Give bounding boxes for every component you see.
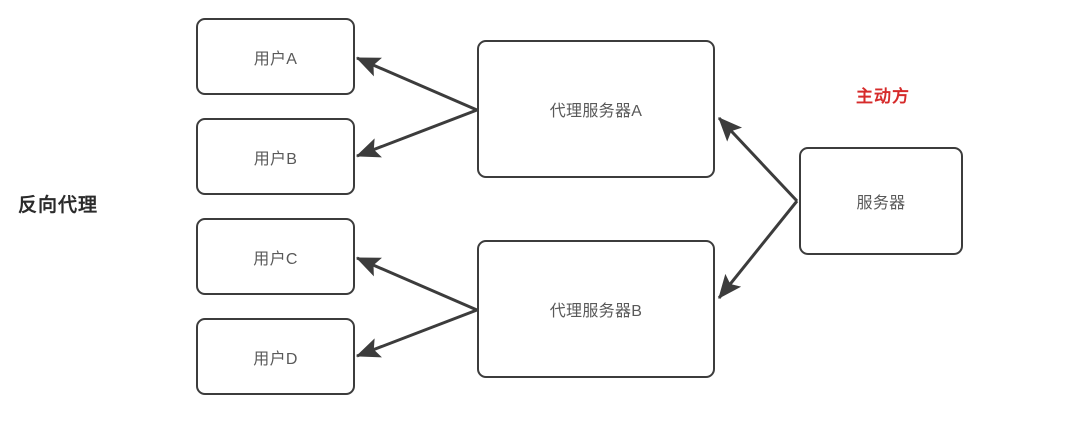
- node-user-c[interactable]: 用户C: [196, 218, 355, 295]
- node-label-proxy-a: 代理服务器A: [549, 103, 643, 120]
- node-label-proxy-b: 代理服务器B: [549, 303, 643, 320]
- edge-proxy-b-to-user-c: [355, 256, 478, 312]
- edge-proxy-a-to-user-b: [355, 108, 478, 158]
- node-proxy-b[interactable]: 代理服务器B: [477, 240, 715, 378]
- accent-label-initiator: 主动方: [856, 87, 910, 106]
- edge-server-to-proxy-b: [717, 200, 799, 299]
- node-label-server: 服务器: [856, 195, 906, 212]
- section-title-reverse-proxy: 反向代理: [18, 195, 99, 216]
- node-label-user-d: 用户D: [253, 350, 298, 368]
- edge-proxy-b-to-user-d: [355, 308, 478, 358]
- edge-proxy-a-to-user-a: [355, 56, 478, 112]
- node-user-b[interactable]: 用户B: [196, 118, 355, 195]
- node-user-a[interactable]: 用户A: [196, 18, 355, 95]
- edge-server-to-proxy-a: [717, 116, 799, 203]
- node-label-user-c: 用户C: [253, 250, 298, 268]
- node-server[interactable]: 服务器: [799, 147, 963, 255]
- node-label-user-b: 用户B: [253, 150, 298, 168]
- node-user-d[interactable]: 用户D: [196, 318, 355, 395]
- node-label-user-a: 用户A: [253, 50, 298, 68]
- node-proxy-a[interactable]: 代理服务器A: [477, 40, 715, 178]
